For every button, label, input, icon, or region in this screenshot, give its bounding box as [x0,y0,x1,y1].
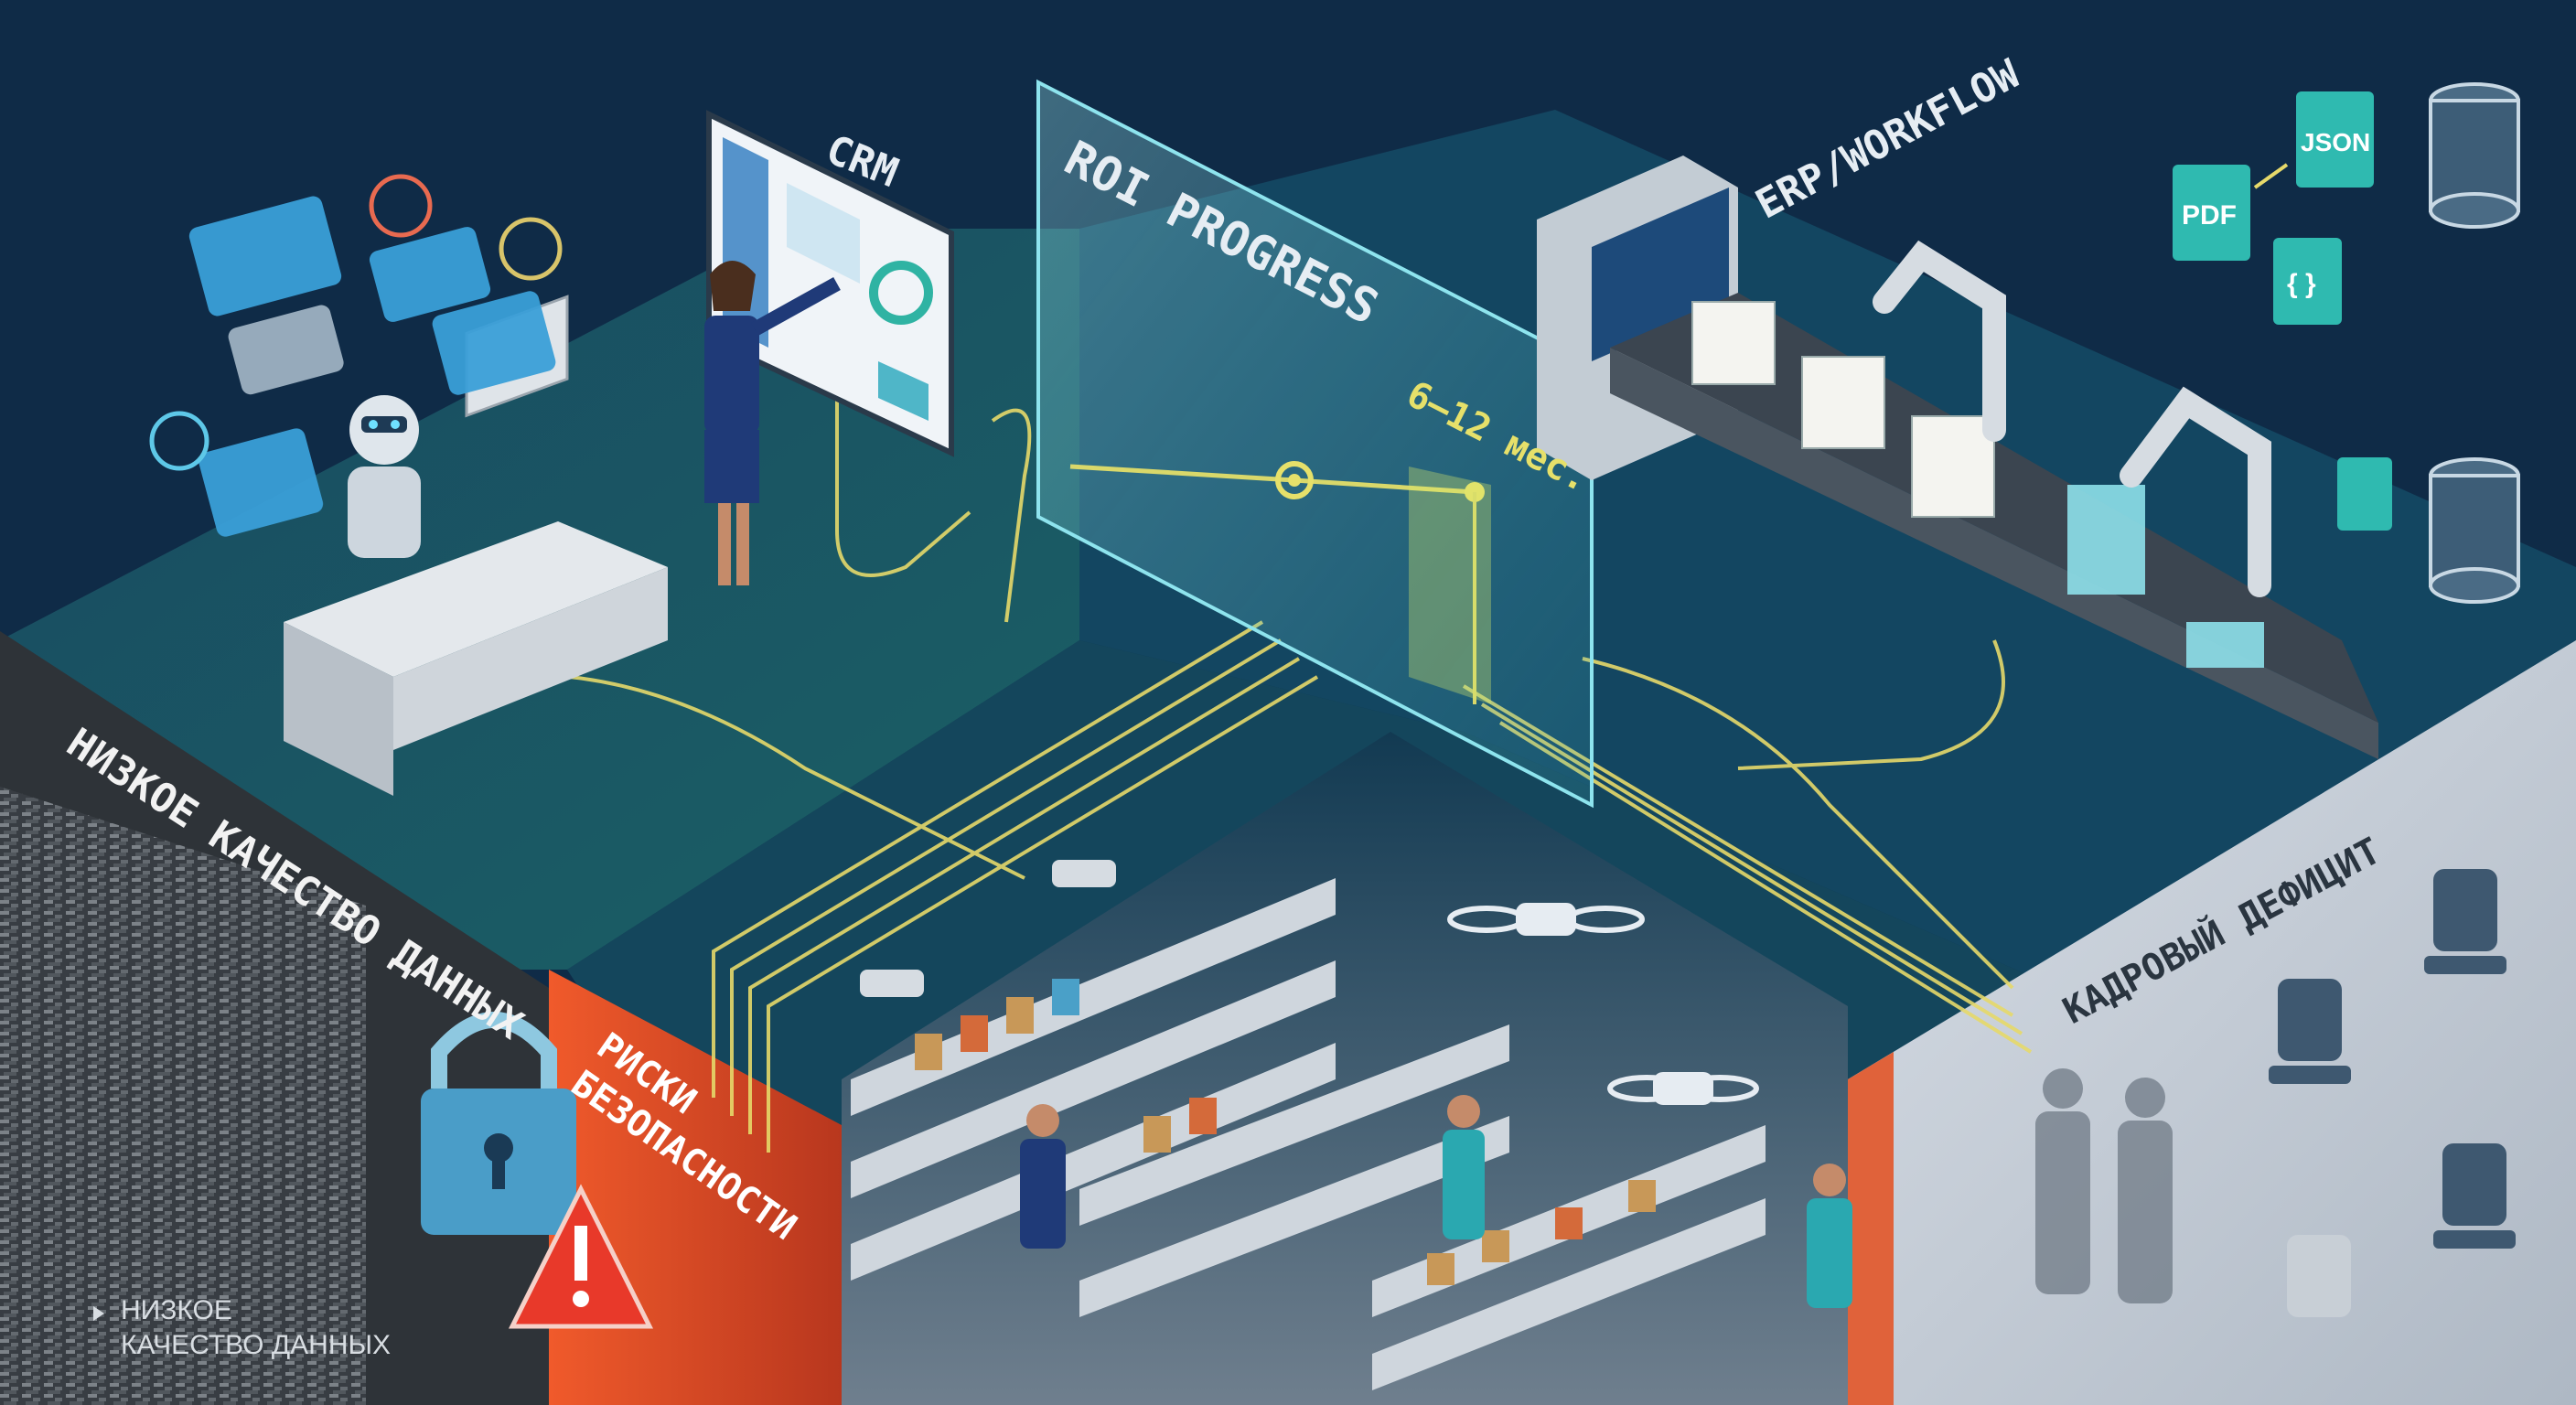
chat-bubble-icon [369,227,491,322]
store-products [915,979,1656,1285]
code-label: { } [2287,269,2316,299]
staff-shortage-edge [1848,1052,1894,1405]
robot-arm [2120,386,2271,597]
caption-line2: КАЧЕСТВО ДАННЫХ [121,1330,391,1360]
caption-line1: НИЗКОЕ [121,1295,232,1325]
staff-silhouette [2035,1068,2173,1303]
roi-progress-panel [1036,79,1594,809]
roi-milestone [1275,461,1314,499]
chat-bubble-icon [432,291,556,395]
user-avatar-icon [499,217,563,281]
user-avatar-icon [149,411,209,471]
document-stack [2067,485,2145,595]
json-document-icon [2296,91,2374,188]
document-icon [2337,457,2392,531]
user-avatar-icon [369,174,433,238]
chat-bubble-icon [188,196,342,316]
robot-arm [1873,240,2006,442]
caption-arrow-icon [93,1306,104,1321]
database-icon [2429,457,2520,604]
data-noise-zone [0,787,366,1405]
robot-body [348,467,421,558]
pdf-document-icon [2173,165,2250,261]
document-stack [1911,415,1995,518]
document-stack [1801,356,1885,449]
camera-icon [860,860,1116,997]
pdf-label: PDF [2182,200,2237,231]
chat-bubble-icon [199,428,324,537]
json-label: JSON [2301,128,2370,156]
store-staff [1020,1095,1852,1308]
document-stack [1691,301,1776,385]
erp-conveyor [1537,156,2378,759]
chat-bubbles [188,196,556,537]
chat-bubble-icon [228,305,344,395]
code-document-icon [2273,238,2342,325]
lock-icon [421,1012,576,1235]
office-chair-icon [2269,869,2516,1317]
retail-store-floor [842,732,1848,1405]
drone-icon [1447,903,1759,1105]
warning-icon [508,1184,654,1329]
database-icon [2429,82,2520,229]
staff-shortage-panel [1848,640,2576,1405]
document-stack [2186,622,2264,668]
presenter-woman [704,261,841,585]
document-conversion [2173,91,2392,531]
